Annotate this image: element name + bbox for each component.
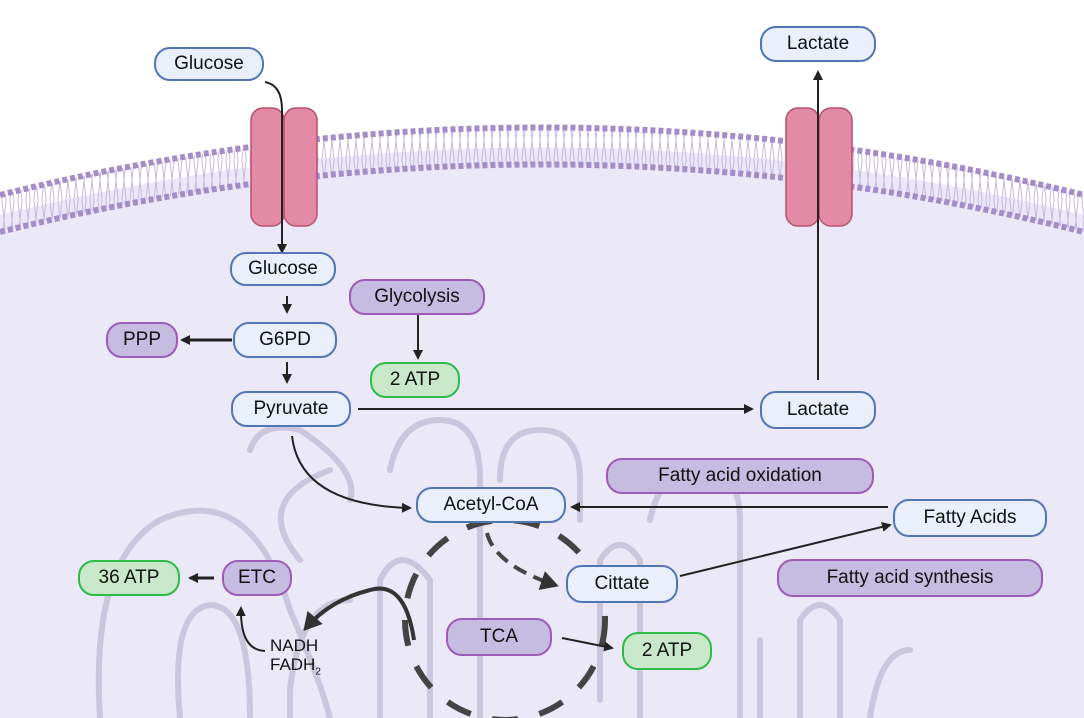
atp-glycolysis-node: 2 ATP [370,362,460,398]
glucose-transporter [250,107,318,227]
atp-tca-node: 2 ATP [622,632,712,670]
fatty-acids-node: Fatty Acids [893,499,1047,537]
mitochondrion [95,416,913,718]
tca-node: TCA [446,618,552,656]
etc-node: ETC [222,560,292,596]
atp-etc-node: 36 ATP [78,560,180,596]
arrow-citrate-fattyacids [679,522,892,577]
fadh-text: FADH [270,655,316,674]
fatty-acid-oxidation-node: Fatty acid oxidation [606,458,874,494]
glucose-inside-node: Glucose [230,252,336,286]
fadh-subscript: 2 [315,666,321,678]
arrows [180,70,892,652]
fatty-acid-synthesis-node: Fatty acid synthesis [777,559,1043,597]
arrow-pyruvate-acetylcoa [291,435,412,513]
nadh-text: NADH [270,636,319,655]
arrow-nadh-etc [235,606,266,652]
glycolysis-node: Glycolysis [349,279,485,315]
arrow-tca-atp [561,637,614,652]
acetyl-coa-node: Acetyl-CoA [416,487,566,523]
ppp-node: PPP [106,322,178,358]
glucose-outside-node: Glucose [154,47,264,81]
lactate-inside-node: Lactate [760,391,876,429]
arrow-glucose-import [264,81,287,254]
g6pd-node: G6PD [233,322,337,358]
arrow-tca-nadh [303,586,416,641]
arrow-acetylcoa-citrate [485,532,559,591]
citrate-node: Cittate [566,565,678,603]
tca-cycle-ring [402,517,608,718]
lactate-outside-node: Lactate [760,26,876,62]
pyruvate-node: Pyruvate [231,391,351,427]
